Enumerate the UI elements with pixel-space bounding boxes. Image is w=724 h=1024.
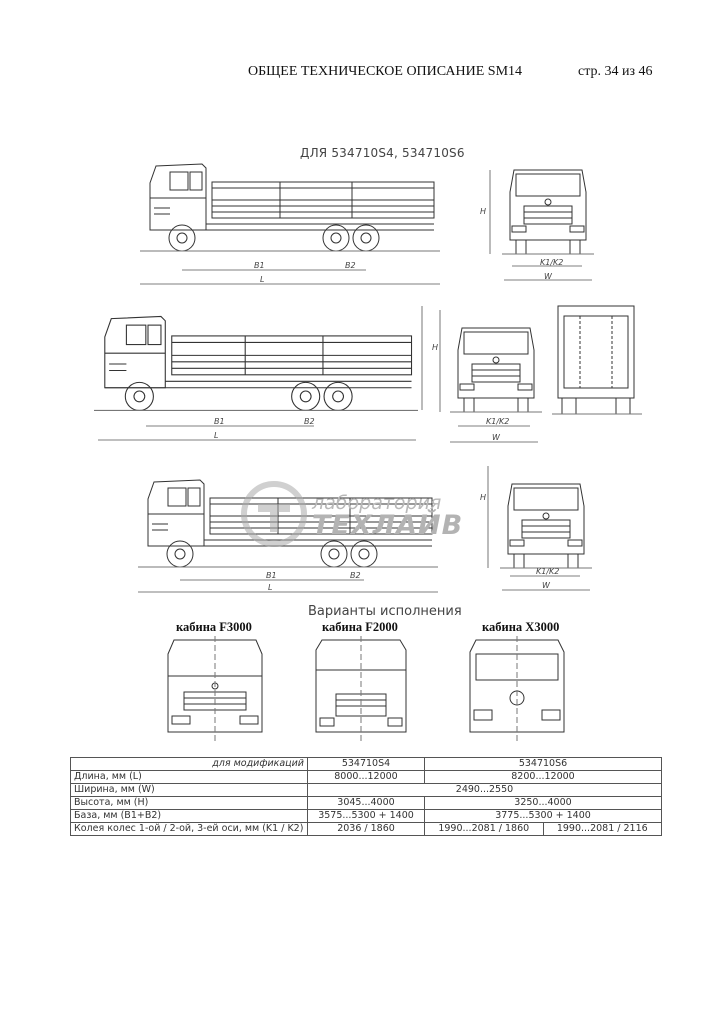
dim-b1-label: B1 (214, 417, 225, 426)
cab-f3000-drawing (160, 636, 270, 744)
watermark-line2: ТЕХЛАЙВ (312, 510, 464, 541)
cab-label-f3000: кабина F3000 (176, 620, 252, 634)
truck-front-view-drawing-1: H K1/K2 W (468, 162, 608, 290)
row-value: 3250...4000 (424, 796, 662, 810)
row-label: База, мм (B1+B2) (70, 809, 308, 823)
row-value: 2490...2550 (307, 783, 662, 797)
row-value: 1990...2081 / 1860 (424, 822, 544, 836)
dim-track-label: K1/K2 (540, 258, 563, 267)
watermark-line1: лаборатория (312, 492, 442, 514)
table-row: Колея колес 1-ой / 2-ой, 3-ей оси, мм (K… (70, 822, 662, 836)
dim-b2-label: B2 (345, 261, 356, 270)
row-label: Длина, мм (L) (70, 770, 308, 784)
row-label: Высота, мм (H) (70, 796, 308, 810)
dim-l-label: L (214, 431, 218, 440)
dim-w-label: W (544, 272, 553, 281)
row-label: Ширина, мм (W) (70, 783, 308, 797)
dim-track-label: K1/K2 (486, 417, 509, 426)
row-label: Колея колес 1-ой / 2-ой, 3-ей оси, мм (K… (70, 822, 308, 836)
document-title: ОБЩЕЕ ТЕХНИЧЕСКОЕ ОПИСАНИЕ SM14 (248, 64, 523, 79)
truck-rear-view-drawing-2 (552, 302, 642, 424)
table-row: База, мм (B1+B2) 3575...5300 + 1400 3775… (70, 809, 662, 823)
row-value: 3775...5300 + 1400 (424, 809, 662, 823)
table-header-label: для модификаций (70, 757, 308, 771)
table-header-row: для модификаций 534710S4 534710S6 (70, 757, 662, 771)
dim-b1-label: B1 (254, 261, 265, 270)
cab-label-f2000: кабина F2000 (322, 620, 398, 634)
dim-track-label: K1/K2 (536, 567, 559, 576)
dim-l-label: L (268, 583, 272, 592)
watermark-logo (240, 480, 308, 552)
dim-h-label: H (480, 207, 486, 216)
variants-title: Варианты исполнения (308, 604, 462, 619)
truck-side-view-drawing-1: B1 B2 L (130, 158, 450, 298)
cab-label-x3000: кабина X3000 (482, 620, 560, 634)
row-value: 2036 / 1860 (307, 822, 425, 836)
model-label: ДЛЯ 534710S4, 534710S6 (300, 146, 465, 160)
dim-b2-label: B2 (350, 571, 361, 580)
dim-b1-label: B1 (266, 571, 277, 580)
dim-b2-label: B2 (304, 417, 315, 426)
table-row: Высота, мм (H) 3045...4000 3250...4000 (70, 796, 662, 810)
truck-side-view-drawing-2: B1 B2 L (86, 298, 426, 448)
row-value: 1990...2081 / 2116 (542, 822, 662, 836)
row-value: 3575...5300 + 1400 (307, 809, 425, 823)
row-value: 8200...12000 (424, 770, 662, 784)
table-row: Длина, мм (L) 8000...12000 8200...12000 (70, 770, 662, 784)
table-row: Ширина, мм (W) 2490...2550 (70, 783, 662, 797)
truck-front-view-drawing-2: H K1/K2 W (430, 302, 550, 448)
row-value: 3045...4000 (307, 796, 425, 810)
cab-x3000-drawing (462, 636, 572, 744)
table-header-534710s4: 534710S4 (307, 757, 425, 771)
truck-front-view-drawing-3: H K1/K2 W (476, 456, 596, 596)
row-value: 8000...12000 (307, 770, 425, 784)
dim-h-label: H (432, 343, 438, 352)
table-header-534710s6: 534710S6 (424, 757, 662, 771)
dim-l-label: L (260, 275, 264, 284)
cab-f2000-drawing (306, 636, 416, 744)
truck-side-view-drawing-3: B1 B2 L (128, 456, 448, 596)
specifications-table: для модификаций 534710S4 534710S6 Длина,… (70, 757, 662, 836)
dim-w-label: W (492, 433, 501, 442)
page-number: стр. 34 из 46 (578, 64, 653, 79)
dim-w-label: W (542, 581, 551, 590)
dim-h-label: H (480, 493, 486, 502)
